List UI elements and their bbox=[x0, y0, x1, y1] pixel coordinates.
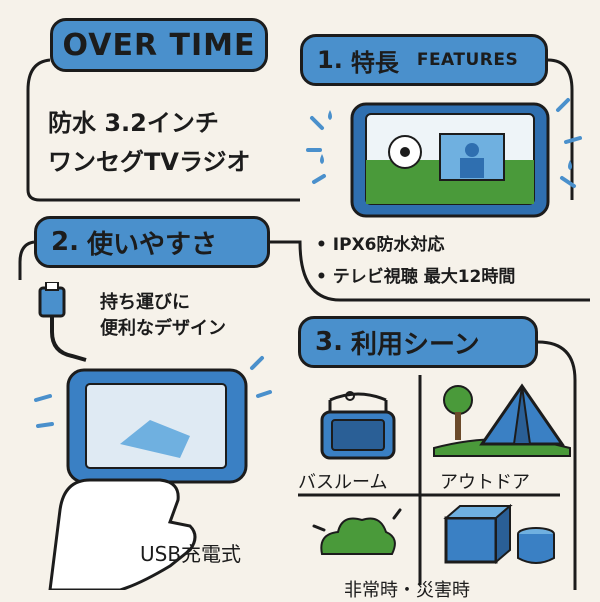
tent-camping-icon bbox=[433, 383, 571, 457]
tv-device-icon bbox=[306, 98, 582, 218]
intro-line-1: 防水 3.2インチ bbox=[48, 109, 219, 137]
section3-banner: 3. 利用シーン bbox=[298, 316, 538, 368]
scene-label-outdoor: アウトドア bbox=[440, 472, 530, 493]
scene-label-emergency: 非常時・災害時 bbox=[344, 580, 470, 601]
bathroom-radio-icon bbox=[320, 391, 396, 460]
scene-label-bathroom: バスルーム bbox=[298, 472, 388, 493]
section3-label: 利用シーン bbox=[350, 329, 480, 360]
section2-label: 使いやすさ bbox=[86, 229, 217, 260]
hand-holding-device-icon bbox=[34, 356, 272, 590]
emergency-supplies-icon bbox=[443, 503, 555, 565]
title-banner: OVER TIME bbox=[50, 18, 268, 72]
bush-icon bbox=[312, 508, 402, 555]
page-title: OVER TIME bbox=[62, 27, 256, 63]
section2-banner: 2. 使いやすさ bbox=[34, 216, 270, 268]
section1-label-en: FEATURES bbox=[416, 50, 519, 70]
section2-caption-1: 持ち運びに bbox=[100, 292, 190, 313]
usb-cable-icon bbox=[38, 282, 87, 362]
intro-line-2: ワンセグTVラジオ bbox=[48, 148, 251, 176]
section1-label: 特長 bbox=[350, 48, 399, 77]
feature-bullet-2: • テレビ視聴 最大12時間 bbox=[316, 267, 516, 287]
section1-banner: 1. 特長 FEATURES bbox=[300, 34, 548, 86]
section2-number: 2. bbox=[51, 227, 79, 257]
section3-number: 3. bbox=[315, 327, 343, 357]
feature-bullet-1: • IPX6防水対応 bbox=[316, 235, 445, 255]
charging-label: USB充電式 bbox=[140, 542, 242, 566]
section2-caption-2: 便利なデザイン bbox=[100, 318, 226, 339]
section1-number: 1. bbox=[317, 46, 343, 74]
